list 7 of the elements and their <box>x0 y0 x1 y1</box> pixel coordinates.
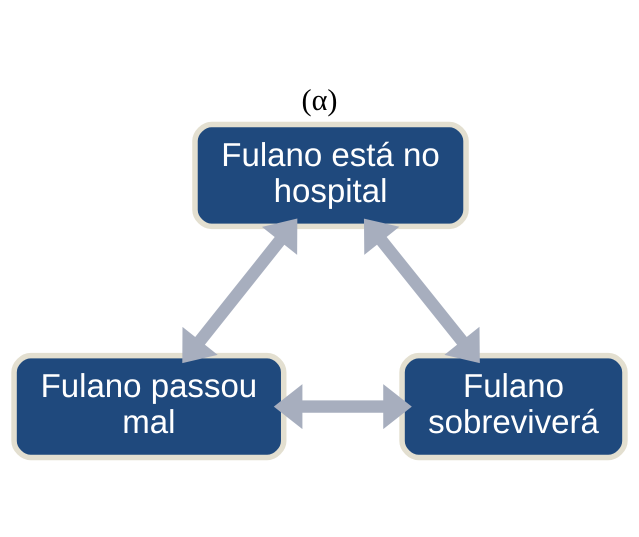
arrow <box>364 218 480 363</box>
node-box: Fulano sobreviverá <box>399 352 628 460</box>
node-box: Fulano passou mal <box>11 352 286 460</box>
arrow <box>182 218 298 363</box>
node-box: Fulano está no hospital <box>192 121 469 229</box>
diagram-title: (α) <box>302 82 338 117</box>
arrow <box>274 384 412 429</box>
